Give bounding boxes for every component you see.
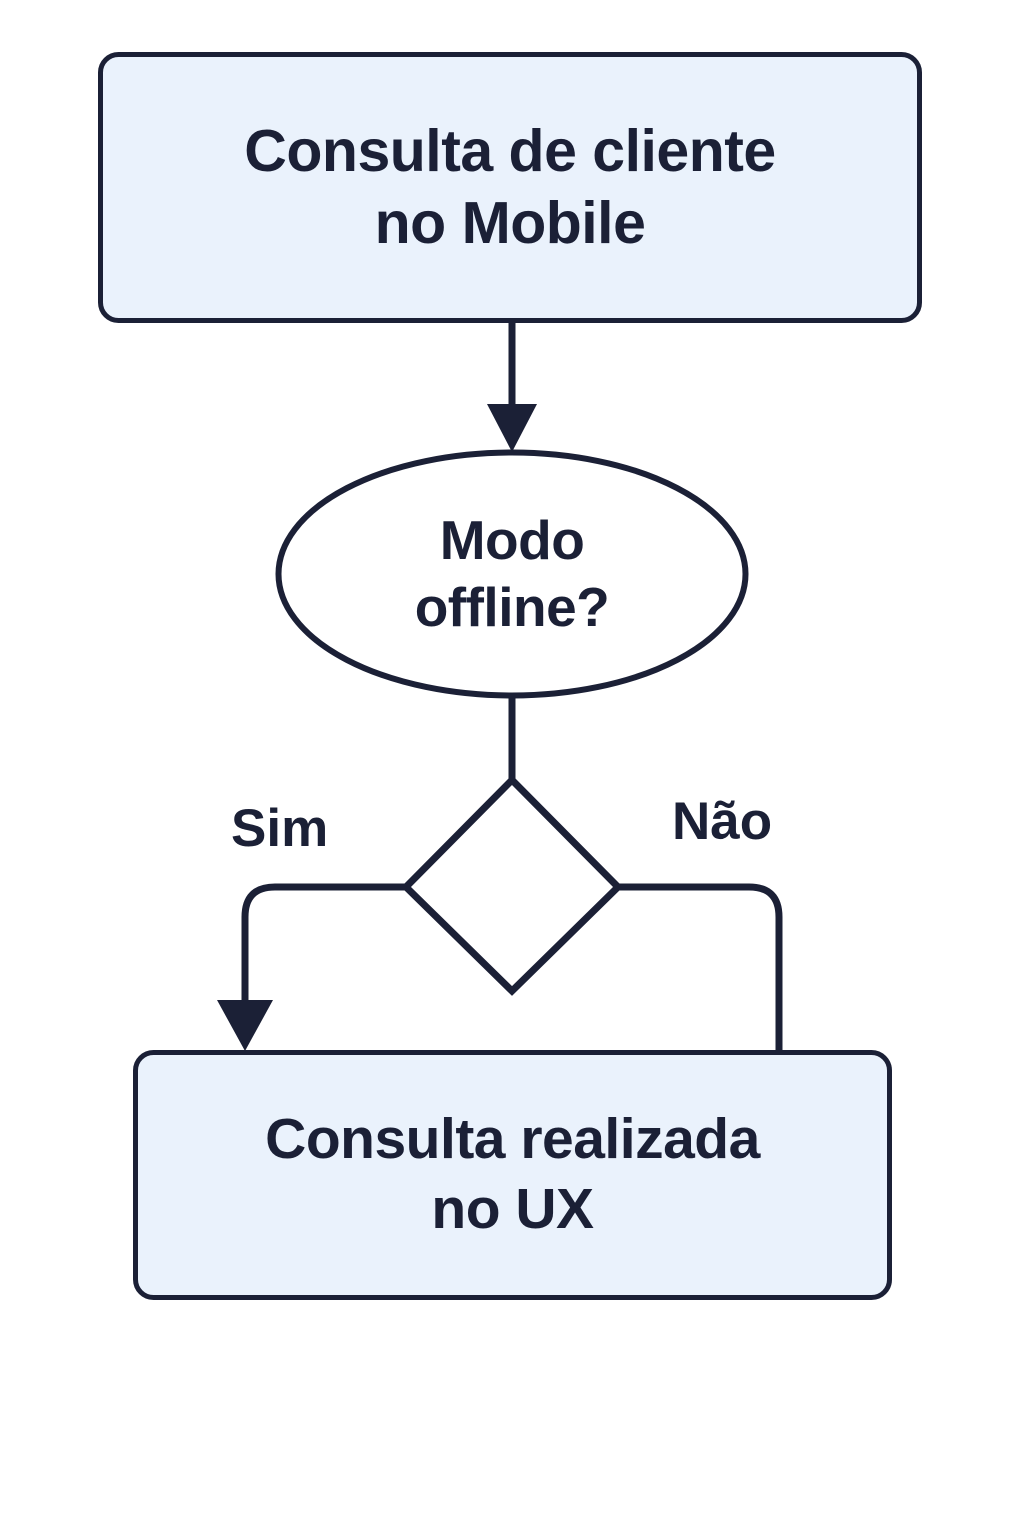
node-end-shape[interactable] — [133, 1050, 892, 1300]
node-start-shape[interactable] — [98, 52, 922, 323]
node-decision-offline-shape[interactable] — [275, 449, 749, 699]
edge-no-path — [618, 883, 783, 1052]
node-branch-diamond-shape[interactable] — [401, 775, 623, 996]
edge-yes-path — [241, 883, 406, 1005]
edge-start-to-decision-arrowhead — [487, 404, 537, 452]
edge-yes-arrowhead — [217, 1000, 273, 1051]
